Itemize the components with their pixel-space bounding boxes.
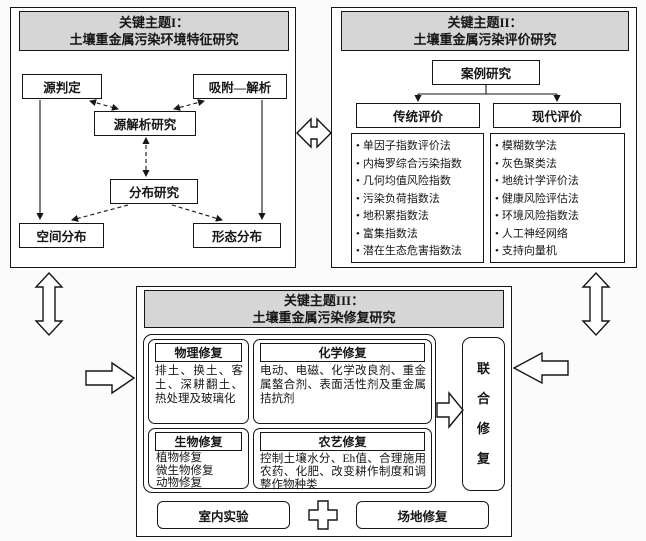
list-item: 污染负荷指数法 xyxy=(356,191,481,209)
node-case-study: 案例研究 xyxy=(432,60,540,85)
chemical-remediation-cell: 化学修复 电动、电磁、化学改良剂、重金属螯合剂、表面活性剂及重金属拮抗剂 xyxy=(253,339,432,424)
combined-remediation-label: 联合修复 xyxy=(476,361,490,466)
list-item: 单因子指数评价法 xyxy=(356,138,481,156)
theme1-header: 关键主题I： 土壤重金属污染环境特征研究 xyxy=(19,11,289,51)
field-remediation-box: 场地修复 xyxy=(356,501,489,529)
node-speciation-distribution: 形态分布 xyxy=(193,223,281,248)
arrow-theme2-theme3-vertical xyxy=(581,271,611,337)
list-item: 内梅罗综合污染指数 xyxy=(356,156,481,174)
list-item: 环境风险指数法 xyxy=(495,208,622,226)
physical-remediation-cell: 物理修复 排土、换土、客土、深耕翻土、热处理及玻璃化 xyxy=(148,339,249,424)
list-item: 几何均值风险指数 xyxy=(356,173,481,191)
node-adsorption-desorption: 吸附—解析 xyxy=(193,74,287,99)
arrow-theme1-theme2 xyxy=(296,117,332,149)
chemical-remediation-text: 电动、电磁、化学改良剂、重金属螯合剂、表面活性剂及重金属拮抗剂 xyxy=(260,365,426,405)
remediation-methods-container xyxy=(143,334,436,493)
bio-item-microbe: 微生物修复 xyxy=(156,464,214,477)
biological-remediation-cell: 生物修复 植物修复 微生物修复 动物修复 xyxy=(148,428,249,489)
theme2-title-line1: 关键主题II： xyxy=(447,15,523,30)
list-item: 灰色聚类法 xyxy=(495,156,622,174)
theme2-title-line2: 土壤重金属污染评价研究 xyxy=(413,32,557,47)
agronomic-remediation-text: 控制土壤水分、Eh值、合理施用农药、化肥、改变耕作制度和调整作物种类 xyxy=(260,453,426,491)
node-distribution-research: 分布研究 xyxy=(110,179,198,204)
theme2-header: 关键主题II： 土壤重金属污染评价研究 xyxy=(341,11,629,51)
list-item: 地统计学评价法 xyxy=(495,173,622,191)
node-traditional-evaluation: 传统评价 xyxy=(356,103,480,128)
bio-item-plant: 植物修复 xyxy=(156,452,202,464)
physical-remediation-text: 排土、换土、客土、深耕翻土、热处理及玻璃化 xyxy=(155,365,243,405)
list-item: 富集指数法 xyxy=(356,226,481,244)
arrow-theme1-theme3-vertical xyxy=(34,271,64,337)
indoor-experiment-box: 室内实验 xyxy=(157,501,290,529)
chemical-remediation-label: 化学修复 xyxy=(260,343,425,362)
list-item: 人工神经网络 xyxy=(495,226,622,244)
list-item: 健康风险评估法 xyxy=(495,191,622,209)
biological-remediation-label: 生物修复 xyxy=(155,432,242,451)
traditional-methods-list: 单因子指数评价法 内梅罗综合污染指数 几何均值风险指数 污染负荷指数法 地积累指… xyxy=(351,133,484,263)
arrow-right-into-theme3 xyxy=(512,351,569,385)
physical-remediation-label: 物理修复 xyxy=(155,343,242,362)
arrow-left-into-theme3 xyxy=(85,361,136,395)
theme3-title-line2: 土壤重金属污染修复研究 xyxy=(252,310,396,325)
node-spatial-distribution: 空间分布 xyxy=(19,223,104,248)
node-source-apportionment: 源解析研究 xyxy=(94,111,196,136)
theme3-header: 关键主题III： 土壤重金属污染修复研究 xyxy=(144,290,504,328)
list-item: 地积累指数法 xyxy=(356,208,481,226)
theme1-title-line1: 关键主题I： xyxy=(118,15,190,30)
agronomic-remediation-cell: 农艺修复 控制土壤水分、Eh值、合理施用农药、化肥、改变耕作制度和调整作物种类 xyxy=(253,428,432,491)
node-source-determination: 源判定 xyxy=(22,74,102,99)
modern-methods-list: 模糊数学法 灰色聚类法 地统计学评价法 健康风险评估法 环境风险指数法 人工神经… xyxy=(490,133,625,263)
bio-item-animal: 动物修复 xyxy=(156,477,202,490)
theme3-title-line1: 关键主题III： xyxy=(283,293,365,308)
theme1-title-line2: 土壤重金属污染环境特征研究 xyxy=(69,32,239,47)
combined-remediation-box: 联合修复 xyxy=(462,337,505,491)
list-item: 潜在生态危害指数法 xyxy=(356,243,481,261)
agronomic-remediation-label: 农艺修复 xyxy=(260,432,425,451)
list-item: 支持向量机 xyxy=(495,243,622,261)
node-modern-evaluation: 现代评价 xyxy=(493,103,621,128)
list-item: 模糊数学法 xyxy=(495,138,622,156)
